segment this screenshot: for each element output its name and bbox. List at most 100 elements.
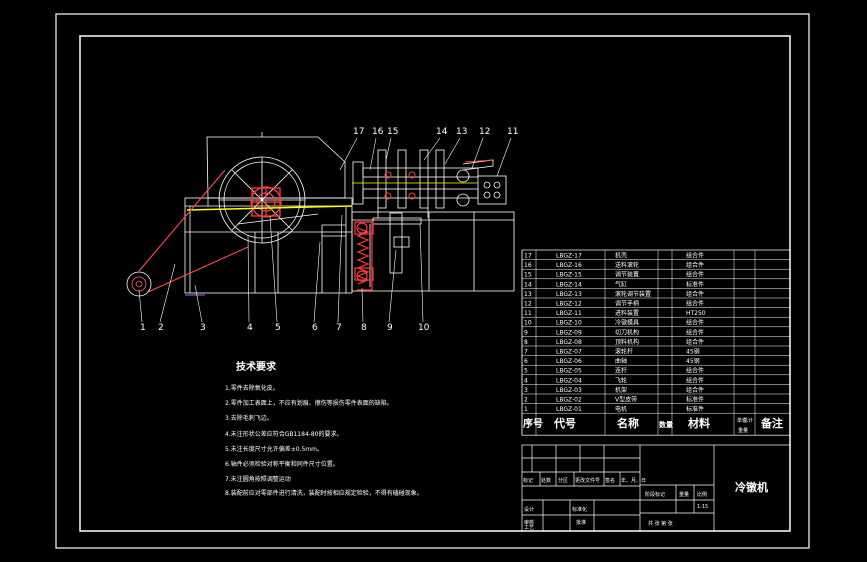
tech-req-item: 4.未注形状公差应符合GB1184-80的要求。 [225,430,343,438]
bom-cell: 组合件 [686,261,704,269]
tech-req-title: 技术要求 [236,360,277,373]
bom-cell: LBGZ-12 [556,301,582,308]
technical-requirements: 技术要求 1.零件去除氧化皮。 2.零件加工表面上，不应有划痕、擦伤等损伤零件表… [225,360,423,497]
tb-scale: 比例 [697,491,707,498]
bom-cell: LBGZ-03 [556,387,582,394]
bom-cell: 6 [524,358,528,365]
bom-cell: 进料装置 [615,309,639,317]
tb-scale-value: 1:15 [697,504,708,510]
bom-cell: 调节手柄 [615,300,639,308]
bom-cell: LBGZ-09 [556,329,582,336]
tb-standardize: 标准化 [572,506,587,513]
bom-cell: 组合件 [686,290,704,298]
tb-count: 处数 [541,477,551,484]
tb-date: 年、月、日 [621,477,646,484]
tb-review: 审核 [524,519,534,526]
main-shaft-line [186,205,353,211]
tech-req-item: 3.去除毛刺飞边。 [225,414,273,422]
bom-cell: 标准件 [686,396,704,404]
bom-cell: LBGZ-15 [556,272,582,279]
bom-cell: 1 [524,406,528,413]
balloon-16: 16 [372,127,384,137]
balloon-12: 12 [479,127,490,137]
tb-stage-mark: 阶段标记 [645,491,665,498]
bom-cell: 切刀机构 [615,328,639,336]
bom-weight-label: 总计 [743,417,753,424]
bom-cell: 气缸 [615,280,627,288]
tech-req-item: 8.装配前应对零部件进行清洗，装配时按相应规定检验，不得有磕碰现象。 [225,489,423,497]
bom-cell: HT250 [686,310,706,317]
balloon-17: 17 [353,127,364,137]
balloon-4: 4 [247,323,253,333]
leader-lines [138,137,512,323]
bom-cell: LBGZ-14 [556,281,582,288]
tech-req-item: 2.零件加工表面上，不应有划痕、擦伤等损伤零件表面的缺陷。 [225,399,393,407]
bom-cell: 滚轮杆 [615,348,633,356]
bom-cell: 组合件 [686,367,704,375]
bom-cell: 13 [524,291,532,298]
tb-zone: 分区 [558,477,568,484]
bom-cell: LBGZ-02 [556,397,582,404]
bom-cell: 送料滚轮 [615,261,639,269]
bom-cell: LBGZ-16 [556,262,582,269]
balloon-10: 10 [418,323,430,333]
ejector-gear [354,221,374,291]
bom-cell: LBGZ-17 [556,253,582,260]
tb-approve: 批准 [576,519,586,526]
tech-req-item: 5.未注长度尺寸允许偏差±0.5mm。 [225,445,323,453]
tech-req-item: 7.未注圆角按照调整运动 [225,475,291,483]
balloon-9: 9 [387,323,393,333]
bom-cell: 连杆 [615,367,627,375]
balloon-15: 15 [387,127,398,137]
motor [126,271,152,297]
balloon-3: 3 [200,323,206,333]
bom-header-cell: 备注 [760,416,783,430]
bom-cell: 4 [524,377,528,384]
tb-mark: 标记 [523,477,533,484]
machine-assembly [184,132,515,294]
bom-header-cell: 序号 [523,417,543,430]
bom-cell: 17 [524,253,532,260]
balloon-6: 6 [312,323,318,333]
bom-cell: 组合件 [686,319,704,327]
bom-cell: 组合件 [686,386,704,394]
balloon-13: 13 [456,127,467,137]
title-block [521,444,791,532]
bom-cell: 飞轮 [615,376,627,384]
balloon-8: 8 [361,323,367,333]
bom-cell: 16 [524,262,532,269]
bom-weight-label: 单件 [737,417,747,424]
tb-design: 设计 [524,506,534,513]
bom-cell: 标准件 [686,280,704,288]
bom-cell: 机架 [615,386,627,394]
bom-cell: LBGZ-05 [556,368,582,375]
tb-signature: 签名 [605,477,615,484]
bom-cell: 5 [524,368,528,375]
bom-cell: 7 [524,349,528,356]
outer-border [55,13,810,549]
feed-rollers [384,159,493,200]
bom-cell: LBGZ-10 [556,320,582,327]
bom-cell: 3 [524,387,528,394]
bom-cell: 9 [524,329,528,336]
title-block-text: 标记 处数 分区 更改文件号 签名 年、月、日 设计 标准化 审核 工艺 批准 … [523,477,768,531]
bom-cell: 12 [524,301,532,308]
bom-header-cell: 数量 [659,420,673,429]
balloon-numbers: 1 2 3 4 5 6 7 8 9 10 11 12 13 14 15 16 1… [140,127,518,333]
v-belt [138,169,249,293]
bom-cell: LBGZ-08 [556,339,582,346]
bom-cell: 顶料机构 [615,338,639,346]
tb-sheets: 共 张 第 张 [648,520,673,527]
bom-cell: 8 [524,339,528,346]
bom-cell: 2 [524,397,528,404]
bom-weight-label: 重量 [738,427,748,434]
drawing-title: 冷镦机 [735,480,768,494]
balloon-11: 11 [507,127,518,137]
bom-cell: 组合件 [686,338,704,346]
bom-cell: LBGZ-01 [556,406,582,413]
balloon-2: 2 [158,323,164,333]
bom-cell: V型皮带 [615,396,637,404]
bom-header-cell: 代号 [553,416,576,430]
